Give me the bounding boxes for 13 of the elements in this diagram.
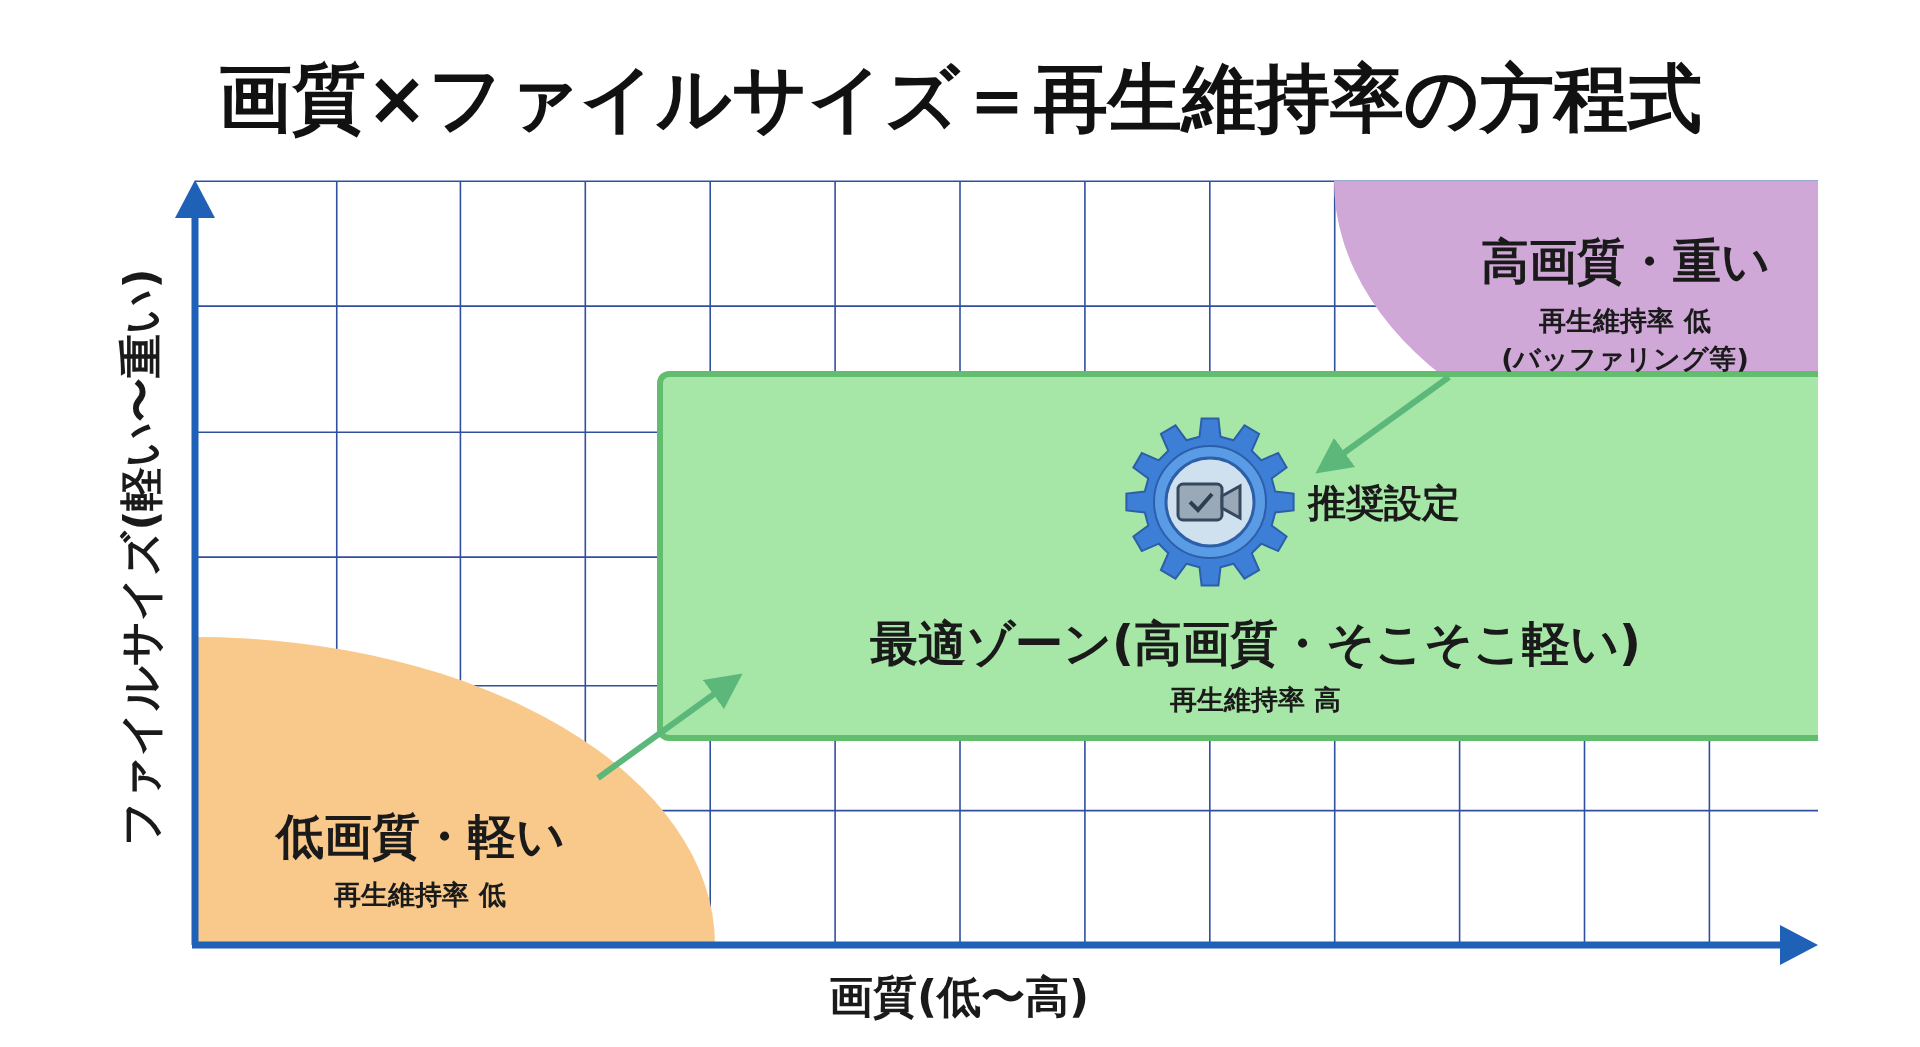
region-title: 低画質・軽い bbox=[274, 807, 566, 866]
region-note: 再生維持率 低 bbox=[333, 878, 507, 912]
arrow bbox=[596, 673, 743, 781]
title: 画質×ファイルサイズ＝再生維持率の方程式 bbox=[217, 54, 1703, 143]
zone-note: 再生維持率 高 bbox=[1168, 683, 1343, 717]
region-title: 高画質・重い bbox=[1479, 232, 1771, 291]
region-note: 再生維持率 低 (バッファリング等) bbox=[1500, 304, 1750, 376]
axis-label: 画質(低〜高) bbox=[828, 970, 1090, 1024]
zone-title: 最適ゾーン(高画質・そこそこ軽い) bbox=[869, 614, 1642, 673]
axis-label: ファイルサイズ(軽い〜重い) bbox=[113, 268, 167, 846]
icon-caption: 推奨設定 bbox=[1308, 480, 1460, 527]
zone-box bbox=[657, 371, 1818, 741]
arrow bbox=[1315, 374, 1451, 474]
